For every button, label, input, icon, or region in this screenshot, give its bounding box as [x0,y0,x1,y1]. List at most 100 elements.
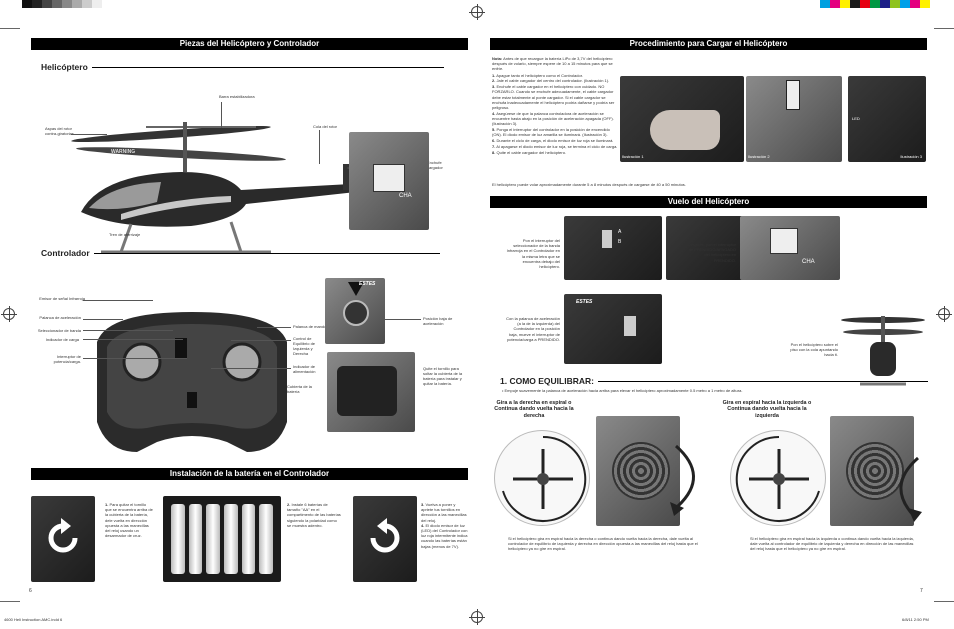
rotor-mast [881,316,885,346]
throttle-stick [343,300,369,326]
counterclockwise-arrow-icon [670,444,695,516]
battery-step1: 1. Para quitar el tornillo que se encuen… [105,502,153,538]
step-number: 8. [492,149,496,155]
step-text: Jale el cable cargador del centro del co… [496,78,610,84]
aa-battery-icon [171,504,185,574]
label-trim-control: Control de Equilibrio de Izquierda y Der… [293,336,316,356]
leader-line [385,319,421,320]
aa-battery-icon [241,504,256,574]
down-arrow-icon [348,282,364,296]
registration-mark-bottom [469,609,485,625]
illustration-1-label: Ilustración 1 [622,154,644,159]
label-charge-indicator: Indicador de carga [45,337,79,342]
spiral-left-title: Gira en espiral hacia la izquierda o Con… [722,400,812,419]
step-number: 1. [492,72,496,78]
page-number-left: 6 [29,588,32,594]
step-text: Asegúrese de que la palanca controladora… [492,110,614,127]
leader-line [221,102,222,128]
label-power-switch: Interruptor de potencia/carga. [53,354,81,364]
color-swatch [890,0,900,8]
label-landing-gear: Tren de aterrizaje [109,232,141,237]
label-stabilizer: Barra estabilizadora [219,94,255,99]
helicopter-subhead-text: Helicóptero [41,62,88,72]
power-caption: Después, pon el interruptor de PRENDIDO/… [687,242,736,263]
helicopter-subhead: Helicóptero [41,62,444,72]
charge-step: 1. Apague tanto el helicóptero como el C… [492,73,620,78]
leader-line [319,130,320,164]
band-a-label: A [618,229,622,235]
step-text: Para quitar el tornillo que se encuentra… [105,502,153,539]
illustration-1-photo: Ilustración 1 [620,76,744,162]
clockwise-arrow-icon [899,456,922,522]
controller-subhead-text: Controlador [41,248,90,258]
subhead-rule [597,381,928,382]
color-swatch [820,0,830,8]
gray-swatch [32,0,42,8]
charge-step: 6. Durante el ciclo de carga, el diodo e… [492,138,620,143]
label-cover-screw: Quite el tornillo para soltar la cubiert… [423,366,463,386]
crop-mark [0,28,20,29]
crop-mark [934,28,954,29]
rotor-blade-top [71,125,271,143]
registration-mark-right [936,306,952,322]
spiral-left-text: Si el helicóptero gira en espiral hacia … [750,536,914,552]
label-power-indicator: Indicador de alimentación [293,364,316,374]
charge-port-cha-label: CHA [399,193,412,199]
illustration-2-photo: Ilustración 2 [746,76,842,162]
gray-swatch [92,0,102,8]
color-swatch [930,0,940,8]
charge-port [373,164,405,192]
charge-header: Procedimiento para Cargar el Helicóptero [490,38,927,50]
label-battery-cover: Cubierta de la batería [287,384,312,394]
top-view-helicopter-icon [502,435,587,522]
step-number: 6. [492,138,496,144]
counterclockwise-arrow-icon [735,435,820,522]
leader-line [71,134,107,135]
stabilizer-bar [146,126,256,128]
leader-line [83,339,183,340]
color-swatch [830,0,840,8]
subhead-rule [91,67,444,68]
note-label: Nota: [492,56,503,61]
leader-line [211,368,291,369]
label-accel-lever: Palanca de aceleración [39,315,81,320]
heli-underside-photo [666,216,748,280]
power-port [770,228,798,254]
color-swatch [840,0,850,8]
power-toggle [624,316,636,336]
trim-knob-photo-right [596,416,680,526]
step-text: Enchufe el cable cargador en el helicópt… [492,84,615,111]
leader-line [231,340,291,341]
clockwise-arrow-icon [370,518,400,553]
step-text: Apague tanto el helicóptero como el Cont… [496,72,583,78]
leader-line [83,330,173,331]
charge-step: 5. Ponga el interruptor del controlador … [492,127,620,137]
rotor-mast [183,122,187,172]
spiral-right-diagram [494,430,590,526]
clockwise-arrow-icon [502,435,587,522]
fuselage-stripe [121,196,231,220]
step-text: El diodo emisor de luz (LED) del Control… [421,522,468,549]
balance-intro: • Empuje suavemente la palanca de aceler… [502,388,743,393]
heli-on-floor-photo [840,280,926,396]
charge-instructions: Nota: Antes de que recargue la batería L… [492,56,620,155]
battery-step1-photo [31,496,95,582]
cmyk-color-bar [820,0,940,8]
charge-step: 2. Jale el cable cargador del centro del… [492,78,620,83]
heli-power-switch-photo: CHA [740,216,840,280]
gray-swatch [82,0,92,8]
crop-mark [0,601,20,602]
throttle-low-photo: ESTES [564,294,662,364]
label-rotor-tail: Cola del rotor [313,124,338,129]
page-number-right: 7 [920,588,923,594]
gray-swatch [62,0,72,8]
canopy [89,182,161,210]
trim-knob [612,442,670,500]
step-number: 1. [105,502,109,507]
charge-steps-list: 1. Apague tanto el helicóptero como el C… [492,73,620,155]
estes-logo: ESTES [576,299,593,305]
controller-subhead: Controlador [41,248,440,258]
fuselage [870,342,896,376]
band-selector [175,338,187,358]
flight-caption-3: Con la palanca de aceleración (a la de l… [506,316,560,342]
